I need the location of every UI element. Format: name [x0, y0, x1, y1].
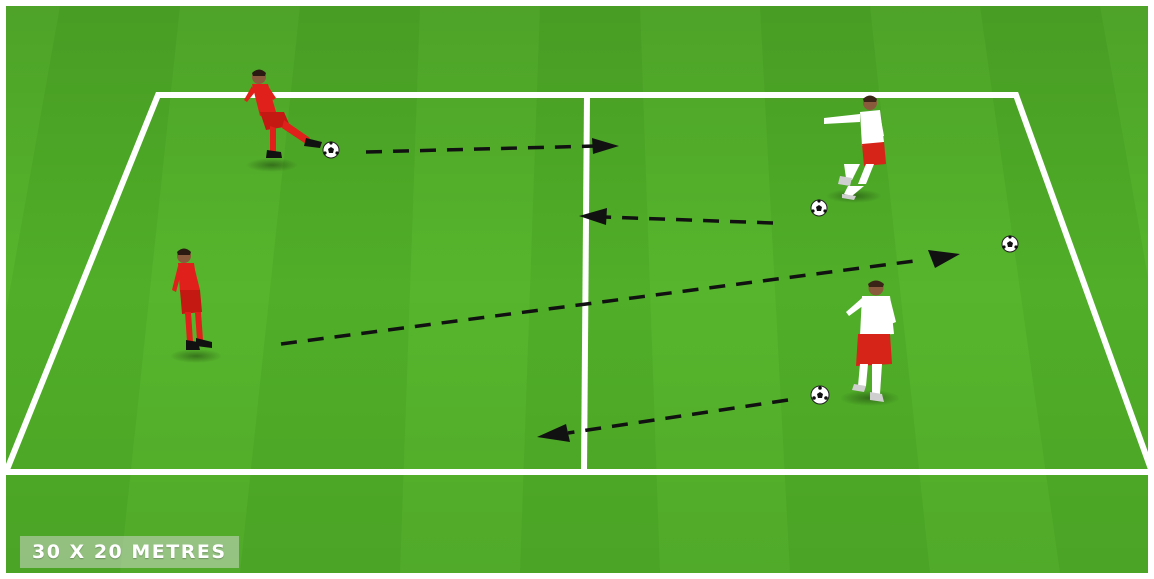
football [323, 141, 339, 158]
football [811, 386, 829, 404]
grass-shading [6, 6, 1148, 573]
halfway-line [584, 95, 587, 472]
football [811, 199, 827, 216]
area-size-label: 30 X 20 METRES [20, 536, 239, 568]
football [1002, 235, 1018, 252]
